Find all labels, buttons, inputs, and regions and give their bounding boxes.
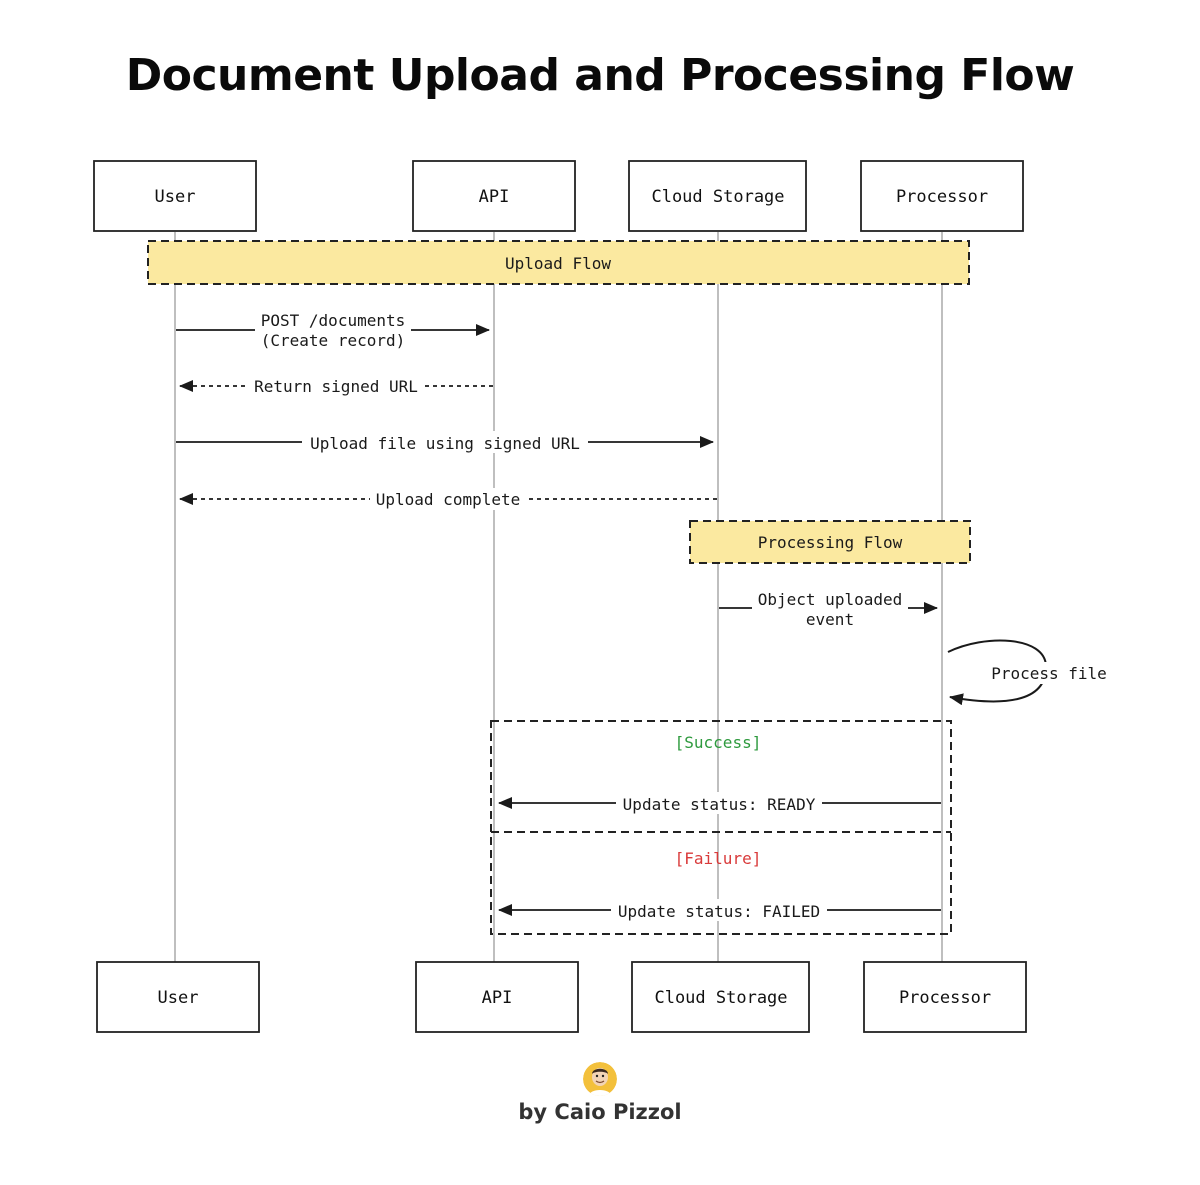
message-process-file: Process file bbox=[947, 639, 1110, 706]
participant-label: Cloud Storage bbox=[654, 988, 787, 1008]
participant-label: Cloud Storage bbox=[651, 187, 784, 207]
note-upload-flow: Upload Flow bbox=[147, 240, 970, 285]
participant-processor-top: Processor bbox=[860, 160, 1024, 232]
participant-user-top: User bbox=[93, 160, 257, 232]
participant-user-bottom: User bbox=[96, 961, 260, 1033]
message-label: POST /documents bbox=[261, 311, 406, 330]
message-label: Process file bbox=[991, 664, 1107, 683]
participant-api-bottom: API bbox=[415, 961, 579, 1033]
note-label: Processing Flow bbox=[758, 533, 903, 552]
author-name: by Caio Pizzol bbox=[518, 1100, 682, 1124]
participant-processor-bottom: Processor bbox=[863, 961, 1027, 1033]
participant-label: User bbox=[155, 187, 196, 207]
message-label: event bbox=[806, 610, 854, 629]
message-label: Update status: READY bbox=[623, 795, 816, 814]
participant-api-top: API bbox=[412, 160, 576, 232]
message-label: Update status: FAILED bbox=[618, 902, 820, 921]
participant-label: Processor bbox=[896, 187, 988, 207]
message-label: Object uploaded bbox=[758, 590, 903, 609]
message-label: Upload file using signed URL bbox=[310, 434, 580, 453]
note-label: Upload Flow bbox=[505, 254, 611, 273]
author-credit: by Caio Pizzol bbox=[0, 1062, 1200, 1124]
participant-label: Processor bbox=[899, 988, 991, 1008]
alt-success-label: [Success] bbox=[675, 733, 762, 752]
participant-storage-top: Cloud Storage bbox=[628, 160, 807, 232]
page-title: Document Upload and Processing Flow bbox=[125, 50, 1075, 101]
message-update-ready: Update status: READY bbox=[498, 792, 941, 814]
message-label: Upload complete bbox=[376, 490, 521, 509]
participant-label: User bbox=[158, 988, 199, 1008]
avatar-icon bbox=[583, 1062, 617, 1096]
alt-frame: [Success] [Failure] bbox=[490, 720, 952, 935]
message-update-failed: Update status: FAILED bbox=[498, 899, 941, 921]
note-processing-flow: Processing Flow bbox=[689, 520, 971, 564]
message-post-documents: POST /documents (Create record) bbox=[176, 310, 490, 352]
message-label: Return signed URL bbox=[254, 377, 418, 396]
participant-label: API bbox=[482, 988, 513, 1008]
message-upload-file: Upload file using signed URL bbox=[176, 431, 714, 453]
message-label: (Create record) bbox=[261, 331, 406, 350]
participant-label: API bbox=[479, 187, 510, 207]
participant-storage-bottom: Cloud Storage bbox=[631, 961, 810, 1033]
message-return-signed-url: Return signed URL bbox=[179, 375, 493, 397]
alt-failure-label: [Failure] bbox=[675, 849, 762, 868]
message-object-uploaded-event: Object uploaded event bbox=[719, 588, 938, 630]
message-upload-complete: Upload complete bbox=[179, 488, 717, 510]
